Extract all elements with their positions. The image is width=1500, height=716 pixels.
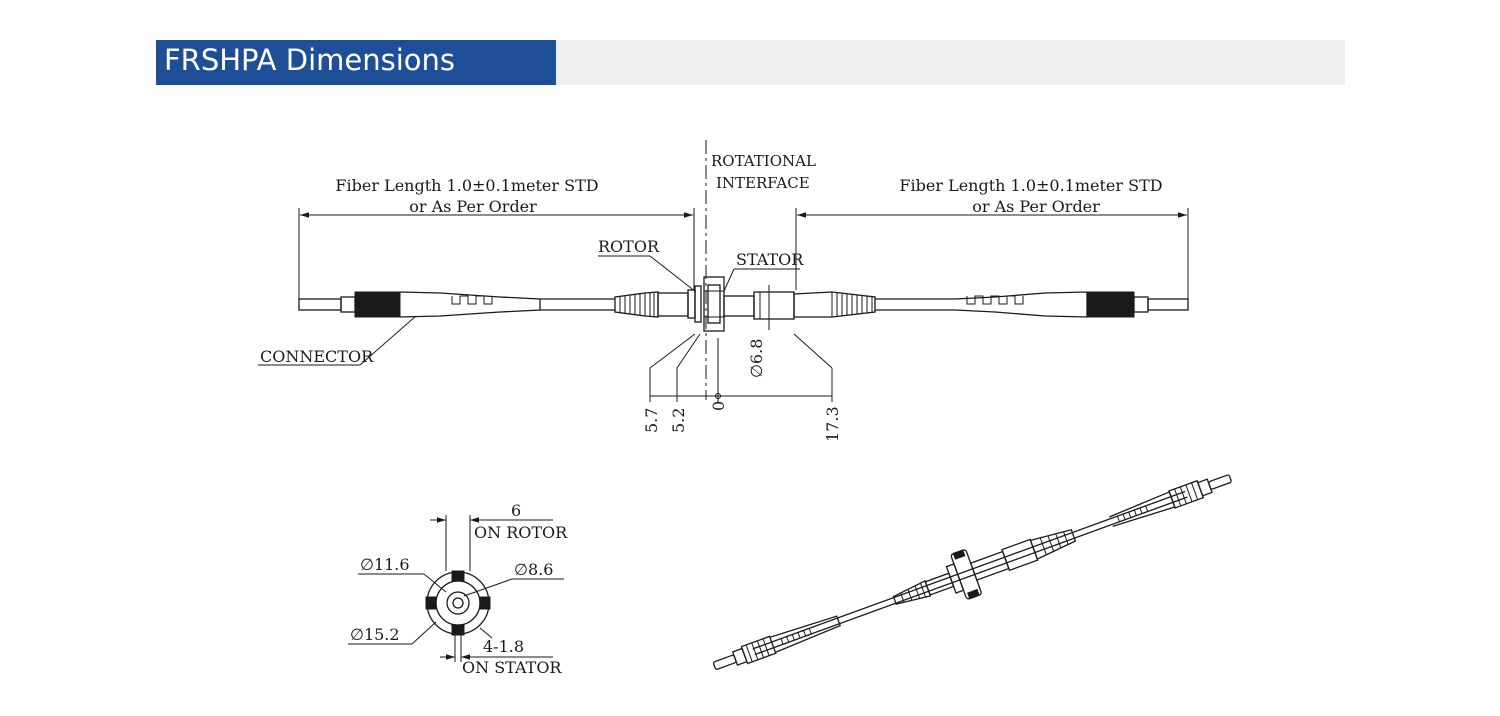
rotor-leader-2 [649, 255, 697, 293]
isometric-view [712, 474, 1232, 670]
slot-top [451, 570, 465, 582]
dia-8-6-label: ∅8.6 [514, 560, 553, 579]
dim-5-2: 5.2 [669, 408, 688, 433]
stator-label: STATOR [736, 250, 804, 269]
core-circle [452, 597, 464, 609]
on-stator-label: ON STATOR [462, 658, 562, 677]
title-bar: FRSHPA Dimensions [156, 40, 1345, 85]
slot-spec-leader [479, 627, 493, 639]
dia-11-6-label: ∅11.6 [360, 555, 410, 574]
right-connector [954, 291, 1189, 318]
slot-spec-label: 4-1.8 [483, 637, 524, 656]
slot-bottom [451, 624, 465, 636]
diameter-6-8-label: ∅6.8 [747, 339, 766, 378]
end-view: 6 ON ROTOR ∅11.6 ∅8.6 ∅15.2 4-1.8 ON STA… [348, 501, 568, 677]
connector-label: CONNECTOR [260, 347, 374, 366]
dim-17-3: 17.3 [823, 406, 842, 442]
dim-origin-mark [715, 393, 721, 399]
dim-5-7: 5.7 [642, 408, 661, 433]
left-connector [298, 291, 615, 318]
rotor-width-value: 6 [511, 501, 521, 520]
left-fiber-length-label-2: or As Per Order [409, 197, 537, 216]
dia-15-2-leader-2 [411, 621, 437, 645]
slot-left [425, 596, 437, 610]
rotor-label: ROTOR [598, 237, 660, 256]
page-title: FRSHPA Dimensions [164, 43, 455, 77]
connector-leader-2 [359, 315, 417, 366]
dim-leader-5-7 [649, 333, 696, 369]
rotor-stator-assembly [687, 276, 795, 332]
dia-8-6-leader-2 [463, 578, 513, 597]
dia-11-6-leader-2 [423, 573, 447, 593]
dim-leader-17-3 [793, 333, 833, 369]
left-fiber-length-label-1: Fiber Length 1.0±0.1meter STD [335, 176, 598, 195]
rotational-interface-label-1: ROTATIONAL [711, 152, 816, 170]
middle-circle [435, 580, 481, 626]
right-fiber-length-label-1: Fiber Length 1.0±0.1meter STD [899, 176, 1162, 195]
inner-circle [446, 591, 470, 615]
dia-15-2-label: ∅15.2 [350, 625, 400, 644]
left-boot [614, 291, 689, 318]
rotational-interface-label-2: INTERFACE [716, 174, 810, 192]
on-rotor-label: ON ROTOR [474, 523, 568, 542]
stator-leader-2 [723, 268, 735, 292]
right-fiber-length-label-2: or As Per Order [972, 197, 1100, 216]
dim-0: 0 [709, 401, 728, 411]
right-boot [793, 291, 955, 318]
side-view: ROTATIONAL INTERFACE Fiber Length 1.0±0.… [258, 140, 1189, 442]
slot-right [479, 596, 491, 610]
dim-leader-5-2 [676, 333, 701, 369]
title-box: FRSHPA Dimensions [156, 40, 556, 85]
